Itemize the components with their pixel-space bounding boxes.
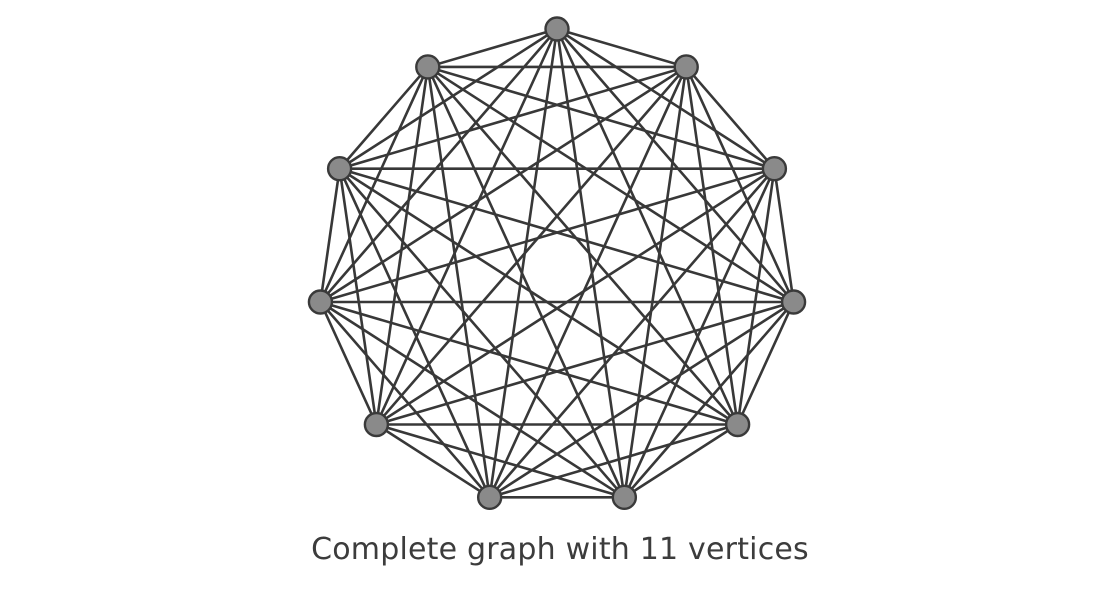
graph-edge-5-9 [338, 167, 626, 499]
graph-edge-1-7 [375, 65, 688, 426]
graph-vertex-6 [476, 484, 503, 511]
graph-edge-0-9 [338, 27, 559, 171]
graph-edge-2-8 [319, 167, 776, 304]
graph-edge-1-9 [338, 65, 688, 171]
graph-edge-9-10 [338, 65, 430, 171]
graph-vertices [307, 16, 807, 511]
complete-graph-diagram [307, 16, 807, 511]
graph-vertex-7 [363, 411, 390, 438]
graph-edge-3-5 [623, 300, 795, 499]
graph-edge-5-8 [319, 300, 626, 499]
graph-edge-3-9 [338, 167, 795, 304]
graph-edge-5-10 [426, 65, 626, 499]
graph-vertex-10 [415, 54, 441, 80]
graph-edge-4-5 [623, 423, 739, 499]
graph-edge-7-8 [319, 300, 378, 426]
graph-edge-1-3 [684, 65, 795, 304]
graph-edge-0-3 [555, 27, 795, 304]
graph-edge-7-10 [375, 65, 430, 426]
graph-vertex-5 [611, 484, 638, 511]
graph-edge-8-10 [319, 65, 430, 304]
graph-edge-2-10 [426, 65, 776, 171]
graph-edge-7-9 [338, 167, 378, 426]
graph-vertex-4 [724, 411, 751, 438]
graph-edge-0-10 [426, 27, 559, 69]
graph-edge-5-7 [375, 423, 626, 499]
graph-edge-6-9 [338, 167, 491, 499]
graph-edge-3-7 [375, 300, 795, 426]
graph-edge-1-4 [684, 65, 739, 426]
graph-edge-6-7 [375, 423, 491, 499]
graph-edge-6-8 [319, 300, 491, 499]
graph-edge-6-10 [426, 65, 491, 499]
figure-caption: Complete graph with 11 vertices [311, 532, 809, 567]
graph-edge-4-6 [488, 423, 739, 499]
graph-edge-3-4 [736, 300, 795, 426]
graph-vertex-0 [544, 16, 570, 42]
graph-edge-2-3 [773, 167, 795, 304]
graph-edge-4-8 [319, 300, 739, 426]
graph-edge-2-4 [736, 167, 776, 426]
graph-edge-2-5 [623, 167, 776, 499]
graph-vertex-9 [326, 156, 353, 182]
graph-edge-8-9 [319, 167, 341, 304]
graph-edge-3-10 [426, 65, 795, 304]
graph-edge-0-2 [555, 27, 776, 171]
graph-vertex-3 [780, 289, 807, 315]
graph-vertex-1 [673, 54, 699, 80]
graph-edge-4-10 [426, 65, 739, 426]
graph-edge-0-6 [488, 27, 559, 499]
graph-edge-1-2 [684, 65, 776, 171]
graph-edge-0-5 [555, 27, 626, 499]
graph-edge-3-6 [488, 300, 795, 499]
graph-vertex-2 [761, 156, 788, 182]
graph-vertex-8 [307, 289, 334, 315]
graph-edge-0-8 [319, 27, 559, 304]
graph-edges [319, 27, 795, 499]
graph-edge-0-1 [555, 27, 688, 69]
